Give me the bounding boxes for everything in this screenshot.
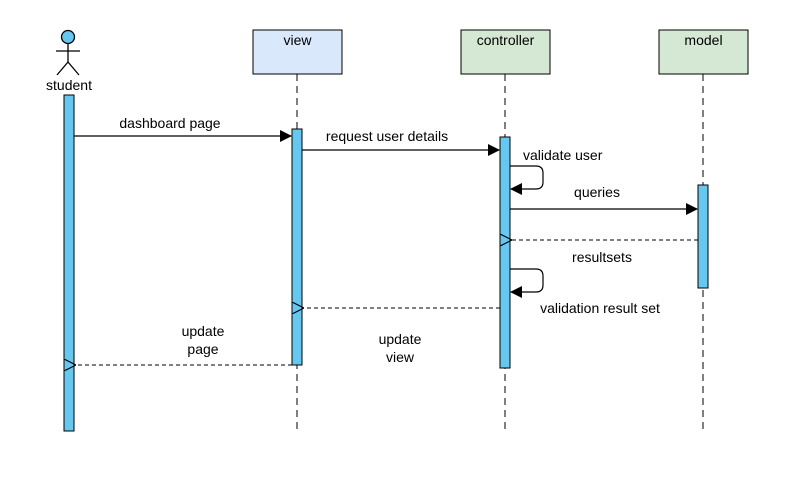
update-view-label-line2: view xyxy=(386,349,415,365)
view-participant-box[interactable]: view xyxy=(252,29,343,75)
update-page-label-line2: page xyxy=(187,341,218,357)
queries-label: queries xyxy=(574,184,620,200)
student-activation-bar[interactable] xyxy=(63,94,75,432)
validation-result-set-arrow[interactable] xyxy=(510,268,544,298)
validation-result-set-label: validation result set xyxy=(540,300,660,316)
update-page-label-line1: update xyxy=(182,323,225,339)
model-participant-box[interactable]: model xyxy=(658,29,749,75)
model-participant-label: model xyxy=(684,32,722,48)
update-view-label-line1: update xyxy=(379,331,422,347)
controller-participant-box[interactable]: controller xyxy=(460,29,551,75)
dashboard-page-label: dashboard page xyxy=(119,115,220,131)
controller-activation-bar[interactable] xyxy=(499,136,511,369)
validate-user-arrow[interactable] xyxy=(510,165,544,195)
request-user-details-label: request user details xyxy=(326,128,448,144)
controller-participant-label: controller xyxy=(477,32,535,48)
model-activation-bar[interactable] xyxy=(697,184,709,289)
view-activation-bar[interactable] xyxy=(291,128,303,366)
view-participant-label: view xyxy=(283,32,312,48)
validate-user-label: validate user xyxy=(523,147,603,163)
student-actor-label: student xyxy=(46,77,92,93)
resultsets-label: resultsets xyxy=(572,249,632,265)
student-actor-icon[interactable] xyxy=(56,29,80,76)
